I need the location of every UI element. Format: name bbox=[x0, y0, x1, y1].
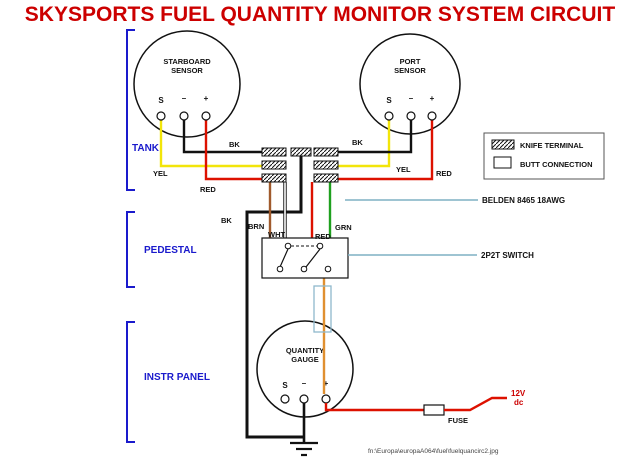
starboard-bk-label: BK bbox=[229, 140, 240, 149]
legend-butt-label: BUTT CONNECTION bbox=[520, 160, 593, 169]
pedestal-label: PEDESTAL bbox=[144, 245, 197, 256]
switch-red-label: RED bbox=[315, 232, 331, 241]
gauge-post-plus bbox=[321, 394, 331, 404]
tank-bracket bbox=[126, 29, 135, 191]
annotation-leaders: BELDEN 8465 18AWG 2P2T SWITCH bbox=[345, 196, 565, 260]
starboard-terminal-s: S bbox=[158, 96, 164, 105]
switch-contact-3 bbox=[324, 265, 332, 273]
starboard-black-wire bbox=[182, 120, 262, 154]
port-terminal-minus: – bbox=[409, 94, 414, 103]
starboard-sensor-name: STARBOARD bbox=[163, 57, 211, 66]
knife-terminal bbox=[261, 147, 287, 157]
knife-terminal-icon bbox=[491, 139, 515, 150]
switch-label: 2P2T SWITCH bbox=[481, 251, 534, 260]
switch-contact-1 bbox=[276, 265, 284, 273]
knife-terminal-block bbox=[261, 147, 339, 183]
gauge-name2: GAUGE bbox=[291, 355, 319, 364]
fuse-label: FUSE bbox=[448, 416, 468, 425]
port-yellow-wire bbox=[338, 120, 391, 168]
cable-conduit bbox=[313, 285, 332, 333]
knife-terminal bbox=[313, 173, 339, 183]
port-red-label: RED bbox=[436, 169, 452, 178]
switch-2p2t bbox=[261, 237, 349, 279]
port-terminal-s: S bbox=[386, 96, 392, 105]
pedestal-wires bbox=[268, 182, 332, 238]
port-terminal-labels: S – + bbox=[386, 94, 434, 105]
pedestal-bracket bbox=[126, 211, 135, 288]
port-yel-label: YEL bbox=[396, 165, 411, 174]
port-post-s bbox=[384, 111, 394, 121]
port-red-wire bbox=[338, 120, 434, 181]
legend: KNIFE TERMINAL BUTT CONNECTION bbox=[483, 132, 605, 180]
gauge-terminal-minus: – bbox=[302, 379, 307, 388]
switch-lever-1 bbox=[279, 248, 289, 268]
knife-terminal bbox=[261, 173, 287, 183]
legend-knife-label: KNIFE TERMINAL bbox=[520, 141, 584, 150]
footer-filename: fn:\Europa\europaA064\fuel\fuelquancirc2… bbox=[368, 448, 499, 455]
fuse-symbol bbox=[423, 404, 445, 416]
black-ground-trunk-wire bbox=[245, 156, 304, 439]
ground-symbol bbox=[290, 403, 318, 457]
starboard-yellow-wire bbox=[159, 120, 262, 168]
starboard-terminal-plus: + bbox=[204, 94, 209, 103]
starboard-post-minus bbox=[179, 111, 189, 121]
gauge-terminal-s: S bbox=[282, 381, 288, 390]
wire-color-labels: BK BK YEL YEL RED RED BK BRN WHT RED GRN bbox=[153, 138, 452, 241]
page-title: SKYSPORTS FUEL QUANTITY MONITOR SYSTEM C… bbox=[25, 3, 616, 26]
knife-terminal bbox=[290, 147, 312, 157]
belden-label: BELDEN 8465 18AWG bbox=[482, 196, 565, 205]
knife-terminal bbox=[261, 160, 287, 170]
gauge-terminal-plus: + bbox=[324, 379, 329, 388]
supply-voltage-label: 12V bbox=[511, 389, 526, 398]
brn-label: BRN bbox=[248, 222, 264, 231]
sensor-wires bbox=[159, 120, 434, 181]
butt-connection-icon bbox=[493, 156, 512, 169]
switch-contact-2 bbox=[300, 265, 308, 273]
port-terminal-plus: + bbox=[430, 94, 435, 103]
supply-dc-label: dc bbox=[514, 398, 524, 407]
instr-panel-label: INSTR PANEL bbox=[144, 372, 210, 383]
gauge-terminal-labels: S – + bbox=[282, 379, 328, 390]
switch-pole-2 bbox=[316, 242, 324, 250]
tank-label: TANK bbox=[132, 143, 160, 154]
knife-terminal bbox=[313, 160, 339, 170]
gauge-post-s bbox=[280, 394, 290, 404]
port-black-wire bbox=[338, 120, 413, 154]
starboard-post-plus bbox=[201, 111, 211, 121]
starboard-red-wire bbox=[204, 120, 262, 181]
switch-pole-1 bbox=[284, 242, 292, 250]
starboard-post-s bbox=[156, 111, 166, 121]
port-post-minus bbox=[406, 111, 416, 121]
knife-terminal bbox=[313, 147, 339, 157]
starboard-sensor-name2: SENSOR bbox=[171, 66, 203, 75]
section-brackets: TANK PEDESTAL INSTR PANEL bbox=[126, 29, 210, 443]
gauge-name: QUANTITY bbox=[286, 346, 324, 355]
starboard-yel-label: YEL bbox=[153, 169, 168, 178]
power-circuit: FUSE 12V dc bbox=[324, 389, 526, 425]
starboard-sensor-body bbox=[133, 30, 241, 138]
terminal-posts bbox=[156, 111, 437, 404]
gauge-plus-red-wire bbox=[324, 403, 424, 412]
port-sensor-name: PORT bbox=[400, 57, 421, 66]
port-post-plus bbox=[427, 111, 437, 121]
instr-panel-bracket bbox=[126, 321, 135, 443]
starboard-red-label: RED bbox=[200, 185, 216, 194]
trunk-bk-label: BK bbox=[221, 216, 232, 225]
supply-red-wire bbox=[444, 396, 507, 412]
starboard-terminal-labels: S – + bbox=[158, 94, 208, 105]
grn-label: GRN bbox=[335, 223, 352, 232]
starboard-terminal-minus: – bbox=[182, 94, 187, 103]
port-bk-label: BK bbox=[352, 138, 363, 147]
gauge-post-minus bbox=[299, 394, 309, 404]
wht-label: WHT bbox=[268, 230, 285, 239]
port-sensor-name2: SENSOR bbox=[394, 66, 426, 75]
switch-lever-2 bbox=[305, 248, 321, 268]
